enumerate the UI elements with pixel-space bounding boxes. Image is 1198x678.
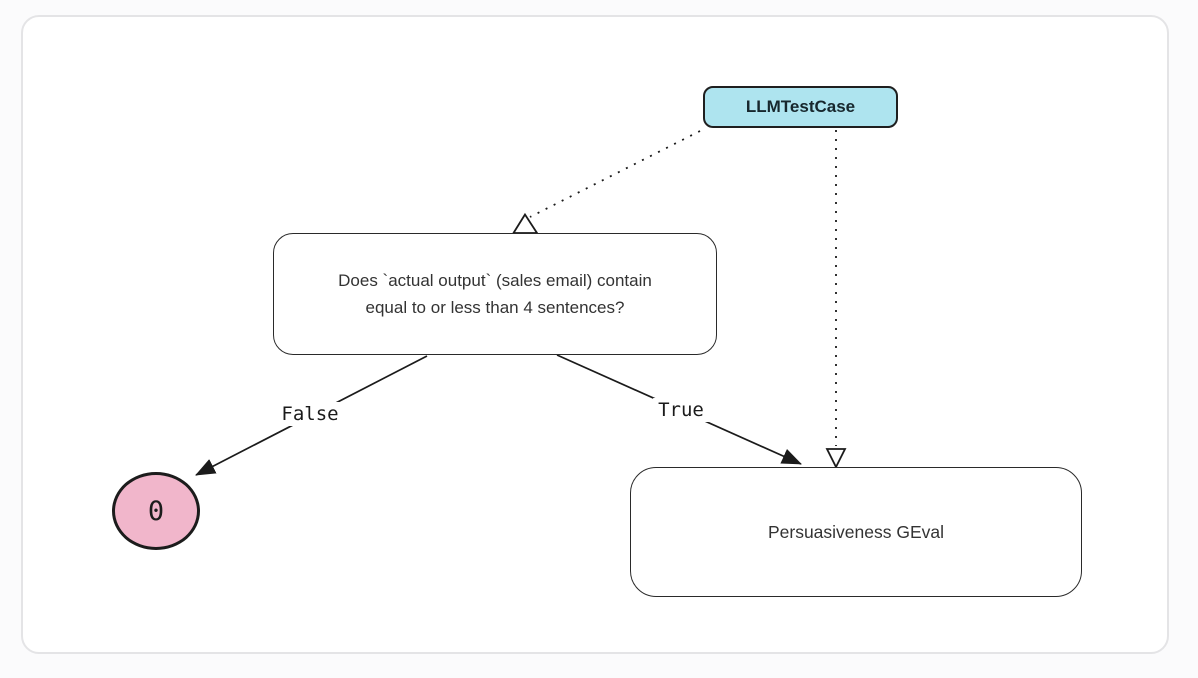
node-zero-circle: 0 [112,472,200,550]
node-persuasiveness-geval-label: Persuasiveness GEval [767,521,945,542]
node-decision-question: Does `actual output` (sales email) conta… [273,233,717,355]
node-persuasiveness-geval: Persuasiveness GEval [630,467,1082,597]
node-llmtestcase: LLMTestCase [703,86,898,128]
edge-label-false: False [276,402,344,426]
decision-question-line1: Does `actual output` (sales email) conta… [338,271,652,290]
node-llmtestcase-label: LLMTestCase [745,97,856,116]
decision-question-line2: equal to or less than 4 sentences? [365,298,625,317]
node-zero-label: 0 [147,495,165,527]
edge-label-true: True [653,398,709,422]
